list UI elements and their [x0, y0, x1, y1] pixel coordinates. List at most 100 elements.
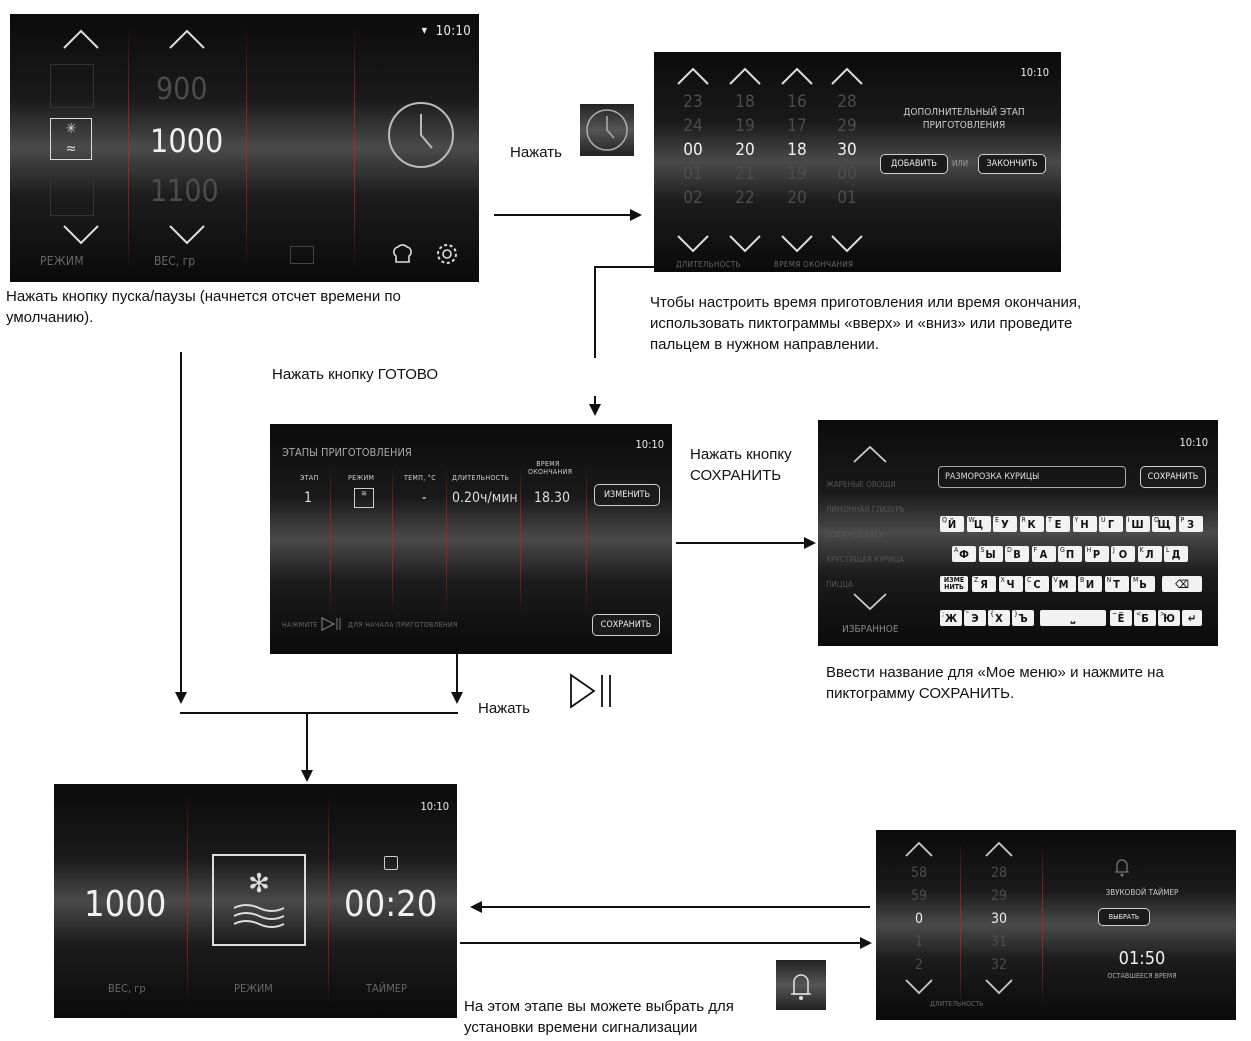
row-mode-icon[interactable]: ≋ [354, 488, 374, 508]
list-item: ЖАРЕНЫЕ ОВОЩИ [826, 480, 896, 489]
col2-up-icon[interactable] [728, 66, 762, 86]
keyboard-key[interactable]: "Э [964, 610, 986, 626]
enter-key[interactable]: ↵ [1182, 610, 1202, 626]
keyboard-key[interactable]: {Х [988, 610, 1010, 626]
col2-down-icon[interactable] [728, 234, 762, 254]
value: 18 [735, 92, 755, 112]
row-temp: - [422, 490, 427, 506]
mode-icon-bottom[interactable] [50, 172, 94, 216]
list-up-icon[interactable] [852, 444, 888, 464]
keyboard-key[interactable]: >Ю [1158, 610, 1180, 626]
finish-button[interactable]: ЗАКОНЧИТЬ [978, 154, 1046, 174]
col3-up-icon[interactable] [780, 66, 814, 86]
change-button[interactable]: ИЗМЕНИТЬ [594, 484, 660, 506]
keyboard-key[interactable]: ~Ё [1110, 610, 1132, 626]
name-input[interactable]: РАЗМОРОЗКА КУРИЦЫ [938, 466, 1126, 488]
duration-label: ДЛИТЕЛЬНОСТЬ [930, 1000, 984, 1008]
value: 32 [990, 957, 1008, 973]
change-layout-key[interactable]: ИЗМЕ НИТЬ [940, 576, 968, 592]
small-box-icon[interactable] [290, 246, 314, 264]
col2-down-icon[interactable] [984, 978, 1014, 996]
save-button[interactable]: СОХРАНИТЬ [592, 614, 660, 636]
col4-up-icon[interactable] [830, 66, 864, 86]
keyboard-key[interactable]: }Ъ [1012, 610, 1034, 626]
duration-label: ДЛИТЕЛЬНОСТЬ [676, 260, 741, 269]
clock-icon[interactable] [386, 100, 456, 174]
backspace-key[interactable]: ⌫ [1162, 576, 1202, 592]
chef-hat-icon[interactable] [390, 242, 414, 270]
weight-up-icon[interactable] [168, 28, 206, 50]
defrost-mode-icon[interactable]: ✻ [212, 854, 306, 946]
select-button[interactable]: ВЫБРАТЬ [1098, 908, 1150, 926]
col1-up-icon[interactable] [904, 840, 934, 858]
mode-down-icon[interactable] [62, 224, 100, 246]
timer-value[interactable]: 00:20 [344, 884, 438, 925]
play-pause-icon [568, 672, 618, 715]
col1-up-icon[interactable] [676, 66, 710, 86]
screen-cooking-stages: 10:10 ЭТАПЫ ПРИГОТОВЛЕНИЯ ЭТАП РЕЖИМ ТЕМ… [270, 424, 672, 654]
bell-button-icon [776, 960, 826, 1010]
save-button[interactable]: СОХРАНИТЬ [1140, 466, 1206, 488]
space-key[interactable]: ⎵ [1040, 610, 1106, 626]
value: 28 [990, 865, 1008, 881]
settings-gear-icon[interactable] [435, 242, 459, 270]
value: 00 [683, 140, 703, 160]
col2-up-icon[interactable] [984, 840, 1014, 858]
value: 22 [735, 188, 755, 208]
weight-down-icon[interactable] [168, 224, 206, 246]
add-button[interactable]: ДОБАВИТЬ [880, 154, 948, 174]
col1-down-icon[interactable] [904, 978, 934, 996]
mode-icon-top[interactable] [50, 64, 94, 108]
header-mode: РЕЖИМ [348, 474, 375, 482]
keyboard-key[interactable]: ;Ж [940, 610, 962, 626]
header-end-time: ВРЕМЯ ОКОНЧАНИЯ [528, 460, 573, 476]
mode-up-icon[interactable] [62, 28, 100, 50]
caption-time-adjust: Чтобы настроить время приготовления или … [650, 294, 1082, 353]
defrost-mode-icon[interactable]: ✳≈ [50, 118, 92, 160]
value: 31 [990, 934, 1008, 950]
svg-text:✻: ✻ [248, 869, 270, 899]
list-down-icon[interactable] [852, 592, 888, 612]
col4-down-icon[interactable] [830, 234, 864, 254]
keyboard-key[interactable]: <Б [1134, 610, 1156, 626]
col3-down-icon[interactable] [780, 234, 814, 254]
favorites-list[interactable]: ЖАРЕНЫЕ ОВОЩИ ЛИМОННАЯ ГЛАЗУРЬ ГОВЯЖЬЕ Р… [826, 472, 905, 597]
col1-down-icon[interactable] [676, 234, 710, 254]
value: 20 [735, 140, 755, 160]
value: 23 [683, 92, 703, 112]
